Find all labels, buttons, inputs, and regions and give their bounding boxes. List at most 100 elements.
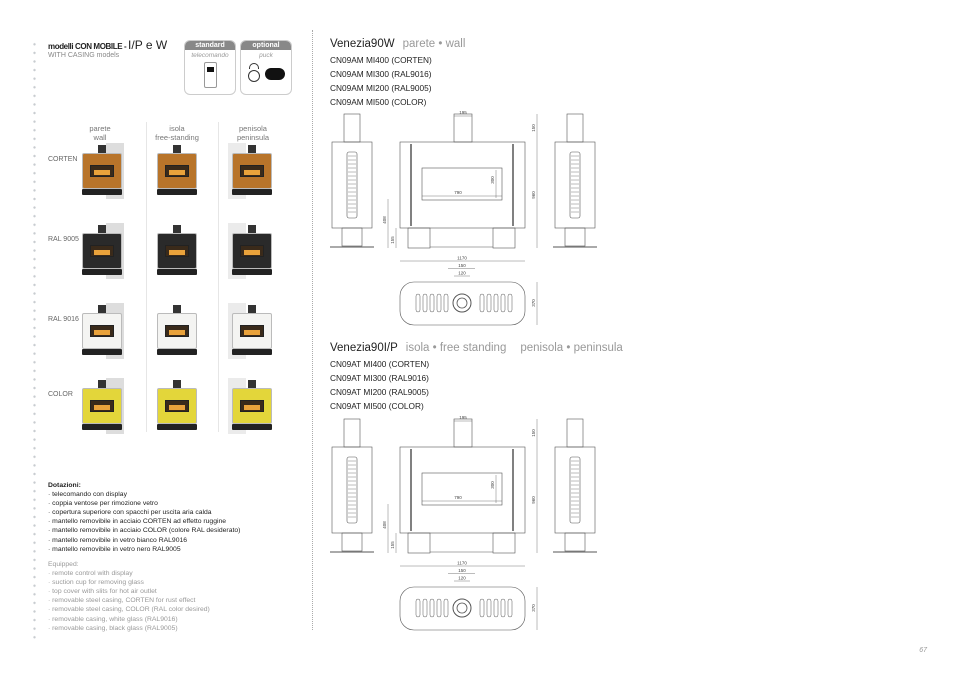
standard-box: standard telecomando <box>184 40 236 95</box>
page-divider <box>312 30 313 630</box>
dimension-depth: 370 <box>531 299 536 307</box>
equipment-item: · telecomando con display <box>48 491 127 499</box>
equipment-item: · removable casing, black glass (RAL9005… <box>48 624 178 632</box>
top-view-slot <box>486 293 492 313</box>
equipment-list-it: Dotazioni: · telecomando con display· co… <box>48 482 241 553</box>
top-view-body <box>399 586 526 631</box>
front-leg-left <box>407 532 431 554</box>
side-view-left-vent <box>346 151 358 219</box>
top-view-slot <box>443 293 449 313</box>
dimension-chimney_w: 195 <box>459 110 467 115</box>
equipment-item: · removable steel casing, CORTEN for rus… <box>48 597 196 605</box>
front-chimney <box>453 113 473 143</box>
dimension-flue_outer: 150 <box>458 263 466 268</box>
side-view-left-body <box>331 141 373 229</box>
row-label: RAL 9016 <box>48 316 79 323</box>
top-view-slot <box>500 293 506 313</box>
dimension-width: 1170 <box>457 561 467 566</box>
side-view-right-vent <box>569 151 581 219</box>
top-view-slot <box>507 598 513 618</box>
model-code: CN09AT MI500 (COLOR) <box>330 401 424 411</box>
model-codes-w: CN09AM MI400 (CORTEN)CN09AM MI300 (RAL90… <box>330 53 432 109</box>
top-view-slot <box>493 598 499 618</box>
top-view-slot <box>507 293 513 313</box>
equipment-item: · mantello removibile in vetro nero RAL9… <box>48 545 181 553</box>
front-leg-right <box>492 532 516 554</box>
stove-photo-corten-free-standing <box>157 145 197 197</box>
dimension-leg_h: 155 <box>390 541 395 549</box>
standard-header: standard <box>185 41 235 50</box>
top-view-flue-inner <box>456 602 468 614</box>
top-view-slot <box>436 598 442 618</box>
top-view-slot <box>429 293 435 313</box>
front-leg-left <box>407 227 431 249</box>
side-view-right-chimney <box>566 418 584 448</box>
optional-box: optional puck <box>240 40 292 95</box>
equipment-item: · mantello removibile in vetro bianco RA… <box>48 536 188 544</box>
wifi-logo-icon <box>265 68 285 80</box>
dimension-window_h: 300 <box>490 481 495 489</box>
top-view-slot <box>422 598 428 618</box>
front-window <box>421 472 503 506</box>
dimension-chimney_h: 150 <box>531 429 536 437</box>
stove-photo-color-wall <box>82 380 122 432</box>
side-view-left-leg <box>341 532 363 552</box>
dimension-window_base: 408 <box>382 521 387 529</box>
side-view-right-body <box>554 141 596 229</box>
dimension-window_base: 408 <box>382 216 387 224</box>
dimension-depth: 370 <box>531 604 536 612</box>
stove-photo-corten-peninsula <box>232 145 272 197</box>
side-view-right-leg <box>564 532 586 552</box>
model-code: CN09AT MI400 (CORTEN) <box>330 359 430 369</box>
stove-photo-ral9016-peninsula <box>232 305 272 357</box>
model-code: CN09AT MI200 (RAL9005) <box>330 387 429 397</box>
front-window <box>421 167 503 201</box>
model-code: CN09AM MI400 (CORTEN) <box>330 55 432 65</box>
dimension-flue_inner: 120 <box>458 576 466 581</box>
dimension-leg_h: 155 <box>390 236 395 244</box>
side-view-right-vent <box>569 456 581 524</box>
top-view-slot <box>493 293 499 313</box>
equipment-item: · copertura superiore con spacchi per us… <box>48 509 212 517</box>
row-label: COLOR <box>48 391 73 398</box>
dimension-flue_outer: 150 <box>458 568 466 573</box>
model-code: CN09AM MI500 (COLOR) <box>330 97 427 107</box>
row-label: RAL 9005 <box>48 236 79 243</box>
top-view-slot <box>436 293 442 313</box>
side-view-left-body <box>331 446 373 534</box>
equipment-item: · top cover with slits for hot air outle… <box>48 588 157 596</box>
top-view-slot <box>479 598 485 618</box>
standard-label: telecomando <box>191 52 229 59</box>
front-body <box>399 141 526 229</box>
stove-photo-ral9005-free-standing <box>157 225 197 277</box>
top-view-body <box>399 281 526 326</box>
dimension-flue_inner: 120 <box>458 271 466 276</box>
dimension-height: 960 <box>531 191 536 199</box>
dimension-window_w: 790 <box>454 495 462 500</box>
equipment-item: · mantello removibile in acciaio CORTEN … <box>48 518 227 526</box>
front-body <box>399 446 526 534</box>
stove-photo-ral9016-wall <box>82 305 122 357</box>
equipment-item: · mantello removibile in acciaio COLOR (… <box>48 527 241 535</box>
top-view-slot <box>415 598 421 618</box>
stove-photo-ral9005-wall <box>82 225 122 277</box>
side-view-left-vent <box>346 456 358 524</box>
side-view-left-chimney <box>343 418 361 448</box>
equipment-item: · removable casing, white glass (RAL9016… <box>48 615 178 623</box>
side-view-right-leg <box>564 227 586 247</box>
dimension-window_h: 300 <box>490 176 495 184</box>
row-label: CORTEN <box>48 156 78 163</box>
dimension-height: 960 <box>531 496 536 504</box>
equipment-item: · removable steel casing, COLOR (RAL col… <box>48 606 210 614</box>
top-view-slot <box>443 598 449 618</box>
top-view-slot <box>415 293 421 313</box>
remote-control-icon <box>203 62 217 88</box>
puck-wifi-icon <box>247 63 261 83</box>
front-chimney <box>453 418 473 448</box>
